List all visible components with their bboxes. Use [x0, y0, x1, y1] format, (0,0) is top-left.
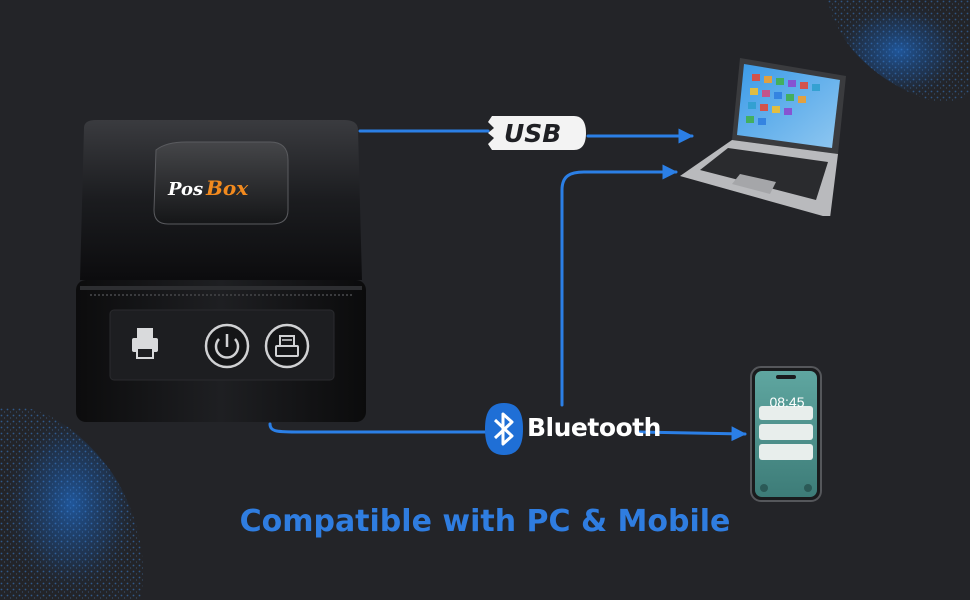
print-icon: [132, 328, 158, 359]
usb-label: USB: [504, 119, 561, 148]
paper-feed-icon: [264, 323, 310, 369]
brand-logo-pos: Pos: [167, 179, 203, 200]
power-icon: [204, 323, 250, 369]
bluetooth-line-left: [268, 422, 488, 434]
laptop-device: [680, 58, 846, 216]
bluetooth-icon: [485, 403, 523, 455]
brand-logo-box: Box: [205, 176, 249, 200]
smartphone-device: [750, 366, 822, 502]
thermal-printer: Pos Box: [76, 120, 366, 422]
caption-heading: Compatible with PC & Mobile: [239, 504, 731, 539]
bluetooth-label: Bluetooth: [527, 413, 661, 442]
usb-badge: USB: [488, 116, 586, 150]
bluetooth-arrow-to-laptop: [560, 164, 678, 407]
texture-bottom-left: [0, 406, 144, 600]
bluetooth-arrow-to-phone: [636, 426, 747, 442]
phone-clock: 08:45: [769, 394, 805, 410]
texture-top-right: [828, 0, 970, 102]
